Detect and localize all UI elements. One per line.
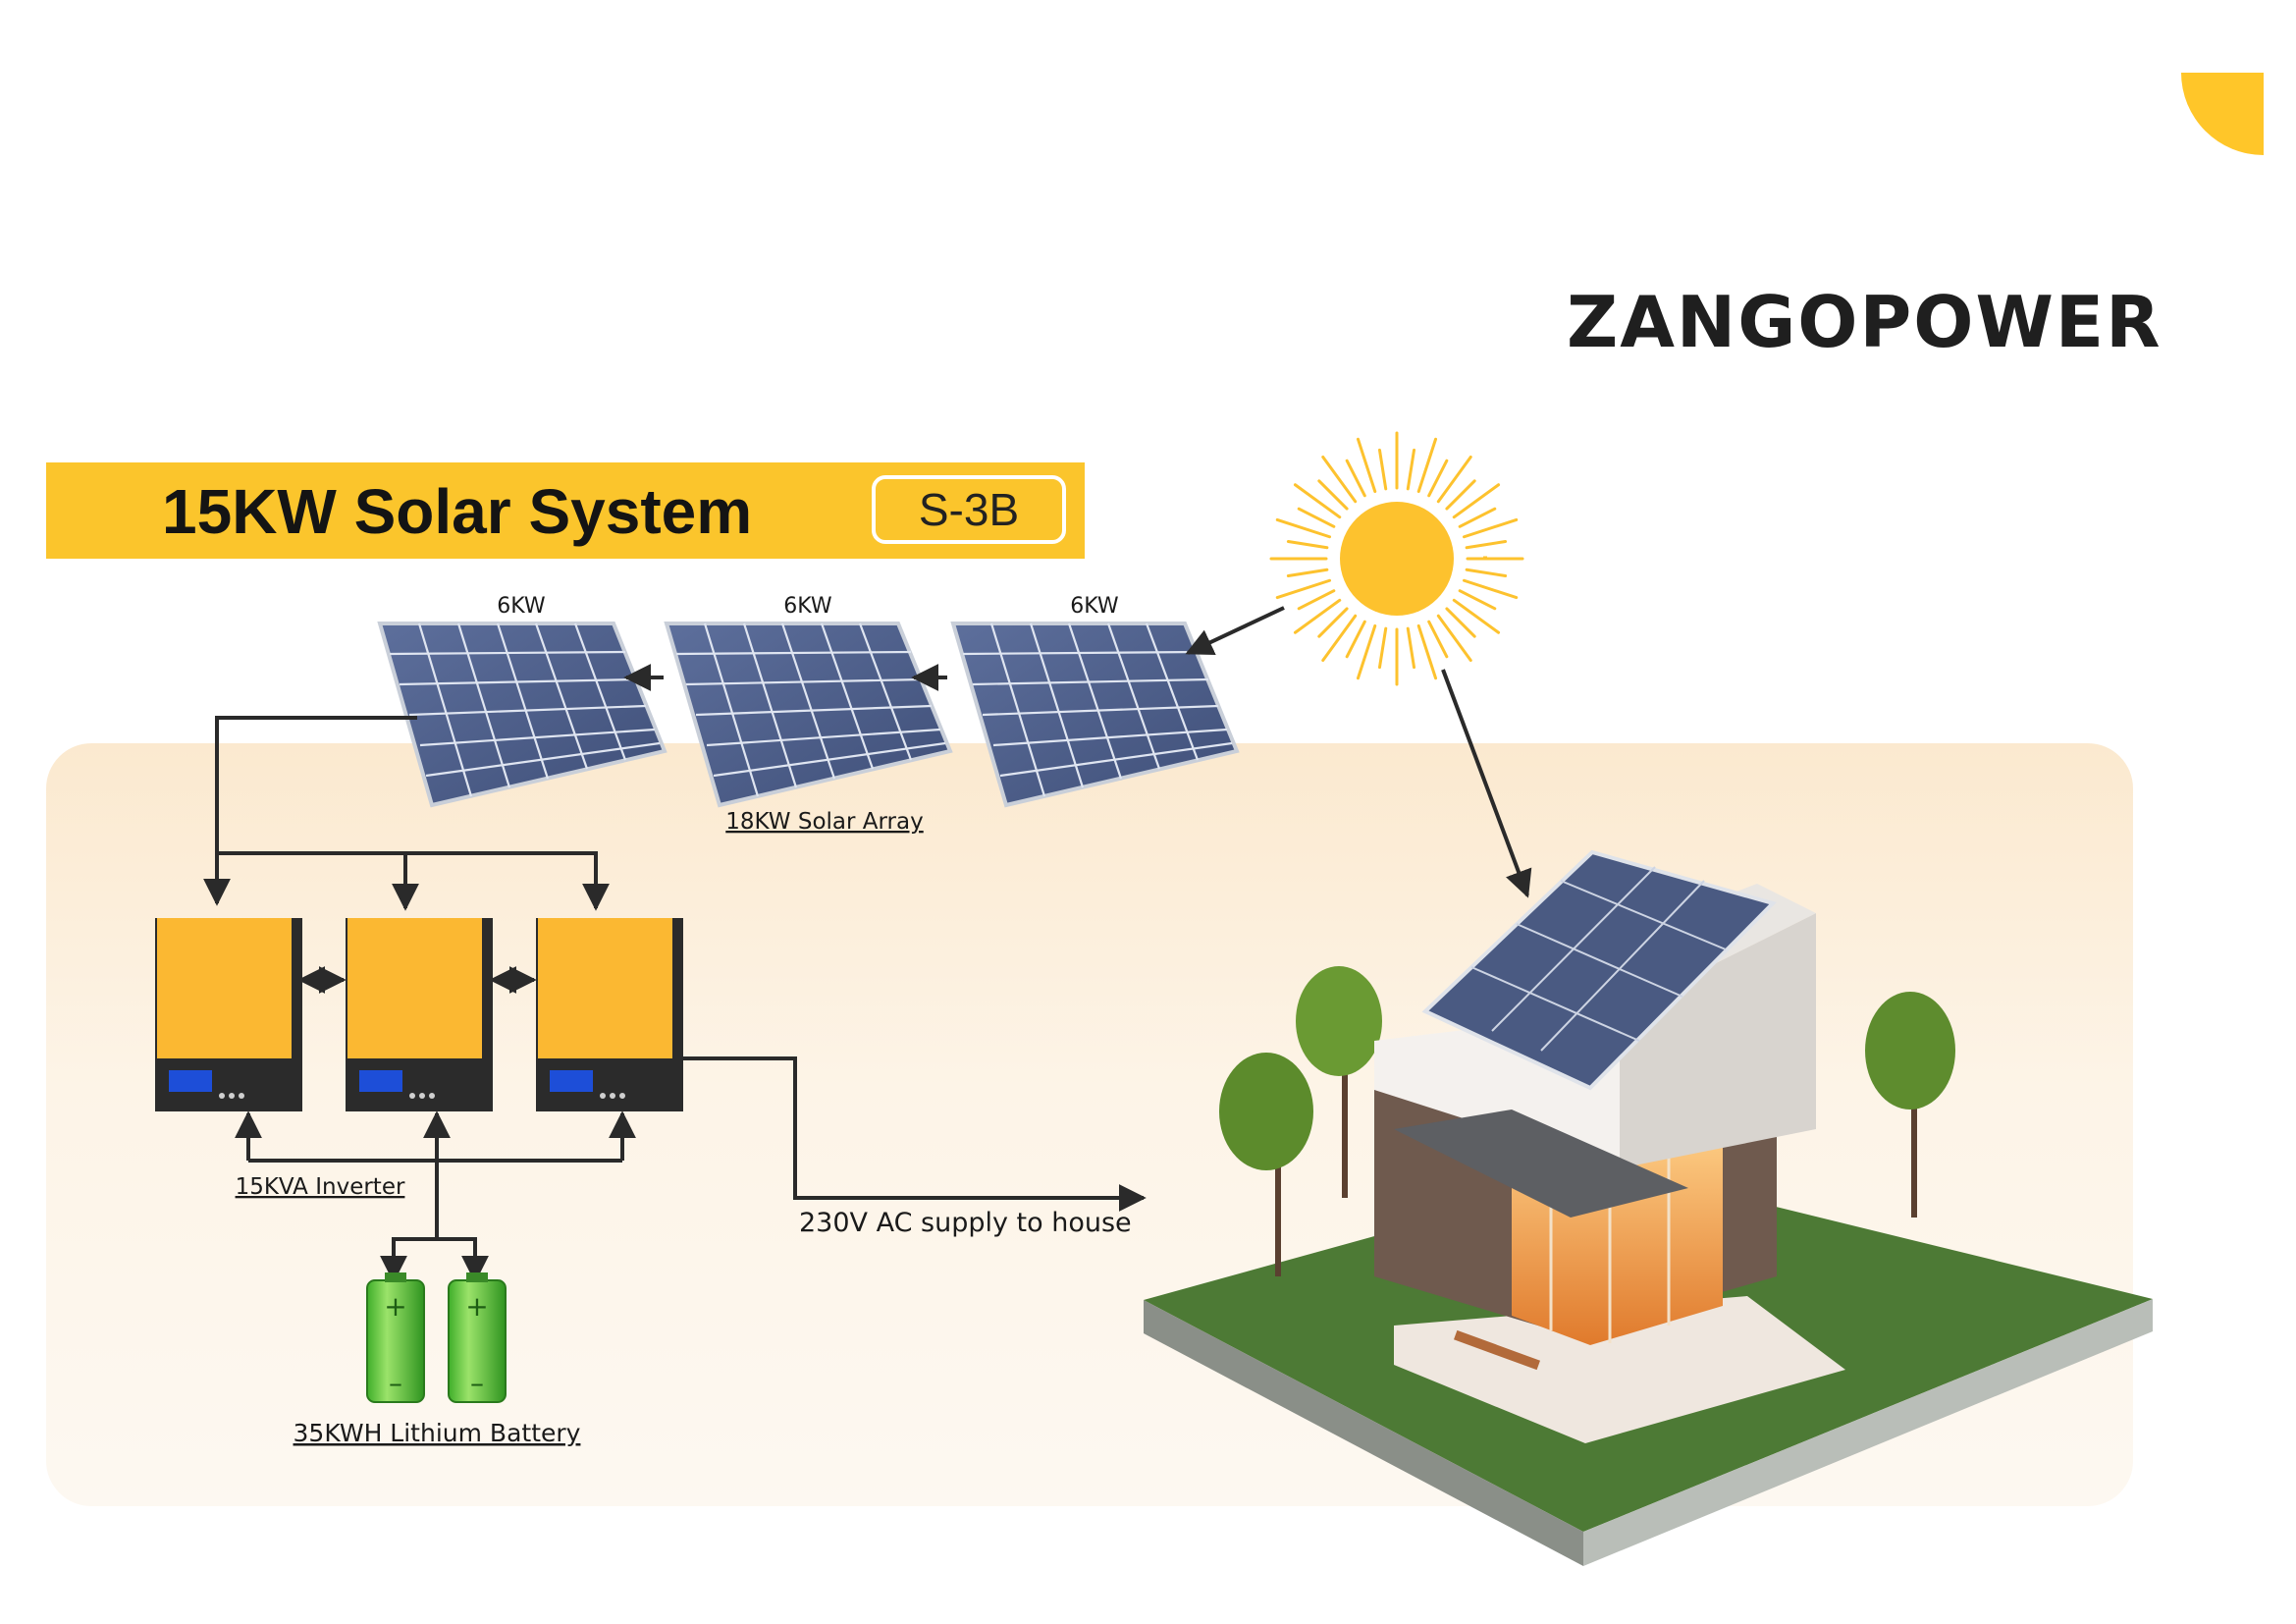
sun-ray	[1293, 483, 1342, 519]
panel-label-3: 6KW	[1070, 594, 1119, 619]
panel-label-2: 6KW	[783, 594, 832, 619]
panel-label-1: 6KW	[497, 594, 546, 619]
house-icon	[1144, 849, 2153, 1566]
sun-ray	[1436, 455, 1472, 504]
sun-ray	[1465, 539, 1508, 550]
sun-ray	[1345, 620, 1366, 659]
sun-ray	[1317, 479, 1349, 511]
sun-ray	[1275, 517, 1332, 539]
sun-ray	[1406, 626, 1416, 670]
system-code-badge: S-3B	[872, 475, 1066, 544]
sun-ray	[1286, 568, 1329, 578]
battery-icon: + – + –	[366, 1272, 507, 1403]
sun-ray	[1445, 479, 1476, 511]
sun-ray	[1356, 623, 1377, 680]
sun-ray	[1321, 614, 1358, 663]
solar-panel-1	[377, 622, 667, 808]
sun-ray	[1462, 578, 1519, 600]
tree-icon	[1219, 966, 1955, 1276]
flow-arrows	[203, 606, 1532, 1283]
sun-ray	[1445, 607, 1476, 638]
sun-ray	[1377, 626, 1388, 670]
array-label: 18KW Solar Array	[725, 809, 923, 835]
sun-ray	[1275, 578, 1332, 600]
sun-ray	[1377, 448, 1388, 491]
svg-text:+: +	[384, 1290, 406, 1323]
inverter-2	[346, 918, 493, 1111]
sun-ray	[1462, 517, 1519, 539]
sun-ray	[1317, 607, 1349, 638]
sun-ray	[1427, 620, 1449, 659]
svg-text:+: +	[465, 1290, 488, 1323]
svg-text:–: –	[470, 1367, 484, 1399]
solar-panel-3	[950, 622, 1240, 808]
svg-text:–: –	[389, 1367, 402, 1399]
sun-ray	[1452, 483, 1501, 519]
brand-logo: ZANGOPOWER	[1567, 281, 2163, 363]
sun-ray	[1356, 437, 1377, 494]
sun-ray	[1465, 568, 1508, 578]
sun-ray	[1286, 539, 1329, 550]
page-title: 15KW Solar System	[162, 476, 753, 547]
inverter-label: 15KVA Inverter	[236, 1174, 405, 1200]
solar-panel-2	[664, 622, 953, 808]
sun-ray	[1416, 623, 1438, 680]
sun-ray	[1458, 507, 1497, 528]
battery-label: 35KWH Lithium Battery	[294, 1419, 581, 1447]
sun-ray	[1458, 589, 1497, 611]
inverter-3	[536, 918, 683, 1111]
sun-ray	[1436, 614, 1472, 663]
sun-ray	[1427, 459, 1449, 498]
sun-ray	[1406, 448, 1416, 491]
inverter-1	[155, 918, 302, 1111]
sun-ray	[1297, 507, 1336, 528]
sun-ray	[1297, 589, 1336, 611]
sun-icon	[1269, 431, 1524, 686]
sun-ray	[1293, 598, 1342, 634]
sun-ray	[1345, 459, 1366, 498]
sun-ray	[1321, 455, 1358, 504]
sun-ray	[1416, 437, 1438, 494]
sun-ray	[1452, 598, 1501, 634]
ac-supply-label: 230V AC supply to house	[799, 1208, 1132, 1238]
